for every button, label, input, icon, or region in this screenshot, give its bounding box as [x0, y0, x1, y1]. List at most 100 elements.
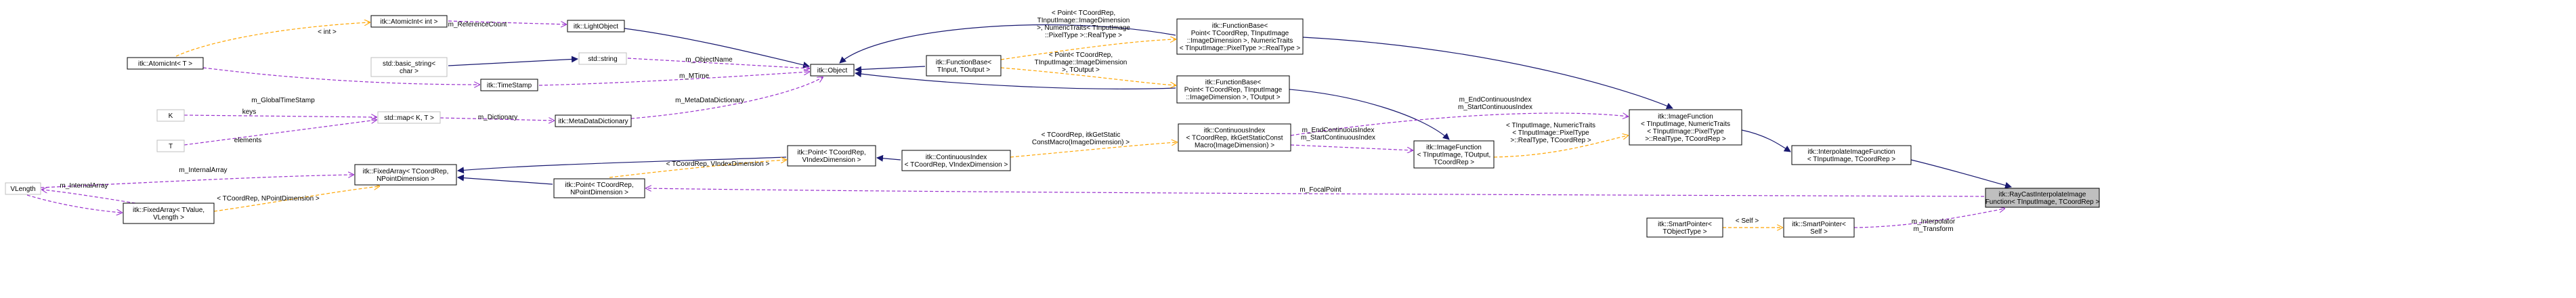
- node-label: itk::Point< TCoordRep,: [797, 149, 865, 156]
- node-fixedarray-npoint[interactable]: itk::FixedArray< TCoordRep,NPointDimensi…: [354, 164, 457, 186]
- node-label: ::ImageDimension >, TOutput >: [1186, 94, 1280, 102]
- node-label: itk::Point< TCoordRep,: [565, 182, 633, 189]
- node-smartpointer-tobject[interactable]: itk::SmartPointer<TObjectType >: [1646, 217, 1723, 238]
- edge-std-string-to-object: [627, 58, 809, 68]
- node-object[interactable]: itk::Object: [810, 64, 855, 77]
- node-timestamp[interactable]: itk::TimeStamp: [480, 79, 538, 91]
- node-point-vindex[interactable]: itk::Point< TCoordRep,VIndexDimension >: [787, 145, 876, 167]
- node-box: [377, 111, 441, 124]
- node-funcbase-point-toutput[interactable]: itk::FunctionBase<Point< TCoordRep, TInp…: [1176, 75, 1290, 104]
- edge-funcbase-tinput-to-funcbase-point-numtraits: [1000, 39, 1176, 60]
- node-label: std::string: [588, 56, 617, 63]
- edge-fixedarray-tvalue-to-fixedarray-npoint: [213, 186, 379, 212]
- edge-labels: < int >m_ReferenceCountm_GlobalTimeStamp…: [60, 9, 1955, 233]
- edge-t-to-std-map: [184, 120, 377, 146]
- edge-label-elements: elements: [234, 137, 262, 144]
- node-label: itk::AtomicInt< T >: [138, 60, 192, 68]
- node-interpolateimagefunction[interactable]: itk::InterpolateImageFunction< TInputIma…: [1791, 145, 1912, 165]
- edge-funcbase-point-toutput-to-imagefunction-toutput: [1289, 89, 1450, 140]
- node-smartpointer-self[interactable]: itk::SmartPointer<Self >: [1783, 217, 1855, 238]
- node-label: < TInputImage::PixelType: [1647, 128, 1724, 135]
- node-k[interactable]: K: [156, 109, 185, 122]
- edge-atomicint-to-lightobject: [448, 20, 566, 24]
- node-label: itk::SmartPointer<: [1792, 221, 1846, 228]
- node-std-string[interactable]: std::string: [578, 52, 627, 65]
- node-label: ::ImageDimension >, NumericTraits: [1187, 37, 1293, 45]
- node-label: VLength >: [153, 214, 184, 221]
- edge-label-objectname: m_ObjectName: [685, 56, 733, 64]
- node-box: [810, 64, 855, 77]
- node-label: itk::Object: [817, 67, 848, 74]
- node-label: itk::FunctionBase<: [1212, 22, 1268, 30]
- node-label: itk::RayCastInterpolateImage: [1999, 191, 2086, 198]
- node-atomicint-int[interactable]: itk::AtomicInt< int >: [370, 15, 448, 28]
- node-box: [123, 203, 215, 224]
- node-lightobject[interactable]: itk::LightObject: [567, 20, 625, 33]
- node-label: TCoordRep >: [1434, 159, 1474, 167]
- edge-label-tmpl-vindex: < TCoordRep, VIndexDimension >: [666, 161, 770, 168]
- node-std-map[interactable]: std::map< K, T >: [377, 111, 441, 124]
- node-funcbase-tinput[interactable]: itk::FunctionBase<TInput, TOutput >: [926, 55, 1002, 77]
- node-label: < TInputImage, NumericTraits: [1641, 121, 1730, 128]
- node-box: [787, 145, 876, 167]
- node-box: [926, 55, 1002, 77]
- edge-continuousindex-tmpl-to-imagefunction-toutput: [1290, 144, 1413, 150]
- edge-label-endcontinuous-mid: m_StartContinuousIndex: [1301, 134, 1375, 142]
- edge-continuousindex-v-to-continuousindex-tmpl: [1010, 142, 1177, 158]
- edge-label-endcontinuous-top: m_StartContinuousIndex: [1458, 104, 1532, 111]
- edge-vlength-to-fixedarray-npoint: [40, 175, 353, 188]
- node-box: [370, 15, 448, 28]
- edge-label-tmpl-numtraits: < TInputImage::PixelType: [1512, 129, 1589, 137]
- edge-label-focalpoint: m_FocalPoint: [1300, 186, 1341, 194]
- edge-label-endcontinuous-mid: m_EndContinuousIndex: [1302, 127, 1375, 134]
- edge-label-int: < int >: [318, 28, 337, 36]
- node-label: itk::FunctionBase<: [936, 59, 992, 66]
- node-atomicint-t[interactable]: itk::AtomicInt< T >: [127, 57, 204, 70]
- node-basic-string[interactable]: std::basic_string<char >: [370, 57, 448, 77]
- node-box: [1629, 109, 1742, 146]
- edge-funcbase-tinput-to-funcbase-point-toutput: [1000, 67, 1176, 85]
- node-label: < TCoordRep, itkGetStaticConst: [1186, 135, 1283, 142]
- node-label: itk::LightObject: [574, 23, 618, 30]
- edge-label-tmpl-npoint: < TCoordRep, NPointDimension >: [217, 195, 320, 203]
- node-imagefunction-toutput[interactable]: itk::ImageFunction< TInputImage, TOutput…: [1413, 140, 1495, 169]
- node-box: [901, 150, 1011, 171]
- node-box: [1413, 140, 1495, 169]
- node-label: NPointDimension >: [377, 175, 435, 183]
- node-box: [1791, 145, 1912, 165]
- node-label: < TInputImage, TCoordRep >: [1807, 156, 1895, 163]
- node-label: T: [169, 143, 173, 150]
- node-label: NPointDimension >: [570, 189, 628, 196]
- node-label: std::map< K, T >: [384, 114, 434, 122]
- node-imagefunction-numtraits[interactable]: itk::ImageFunction< TInputImage, Numeric…: [1629, 109, 1742, 146]
- node-funcbase-point-numtraits[interactable]: itk::FunctionBase<Point< TCoordRep, TInp…: [1176, 18, 1304, 55]
- node-box: [5, 182, 41, 195]
- edge-label-internalarray-top: m_InternalArray: [179, 167, 227, 174]
- node-label: char >: [400, 68, 418, 75]
- node-box: [567, 20, 625, 33]
- node-label: itk::ContinuousIndex: [1204, 127, 1266, 135]
- edge-raycast-to-point-npoint: [646, 188, 1985, 197]
- edge-object-to-funcbase-tinput: [855, 66, 926, 73]
- node-box: [156, 109, 185, 122]
- node-label: < TCoordRep, VIndexDimension >: [905, 161, 1008, 169]
- node-label: Point< TCoordRep, TInputImage: [1191, 30, 1289, 37]
- edge-label-tmpl-numtraits: < TInputImage, NumericTraits: [1506, 122, 1595, 129]
- node-t[interactable]: T: [156, 140, 185, 152]
- node-vlength[interactable]: VLength: [5, 182, 41, 195]
- node-metadatadictionary[interactable]: itk::MetaDataDictionary: [555, 114, 632, 127]
- node-continuousindex-tmpl[interactable]: itk::ContinuousIndex< TCoordRep, itkGetS…: [1178, 123, 1291, 152]
- edge-label-tmpl-getstatic: < TCoordRep, itkGetStatic: [1042, 131, 1121, 139]
- node-label: itk::FixedArray< TValue,: [133, 207, 205, 214]
- node-label: Point< TCoordRep, TInputImage: [1184, 87, 1283, 94]
- node-box: [156, 140, 185, 152]
- node-continuousindex-v[interactable]: itk::ContinuousIndex< TCoordRep, VIndexD…: [901, 150, 1011, 171]
- node-box: [480, 79, 538, 91]
- node-fixedarray-tvalue[interactable]: itk::FixedArray< TValue,VLength >: [123, 203, 215, 224]
- node-point-npoint[interactable]: itk::Point< TCoordRep,NPointDimension >: [553, 178, 645, 198]
- edge-label-dictionary: m_Dictionary: [478, 114, 517, 121]
- node-label: itk::ImageFunction: [1658, 113, 1713, 121]
- nodes: itk::AtomicInt< int >itk::LightObjectitk…: [5, 15, 2100, 238]
- node-box: [1985, 188, 2100, 208]
